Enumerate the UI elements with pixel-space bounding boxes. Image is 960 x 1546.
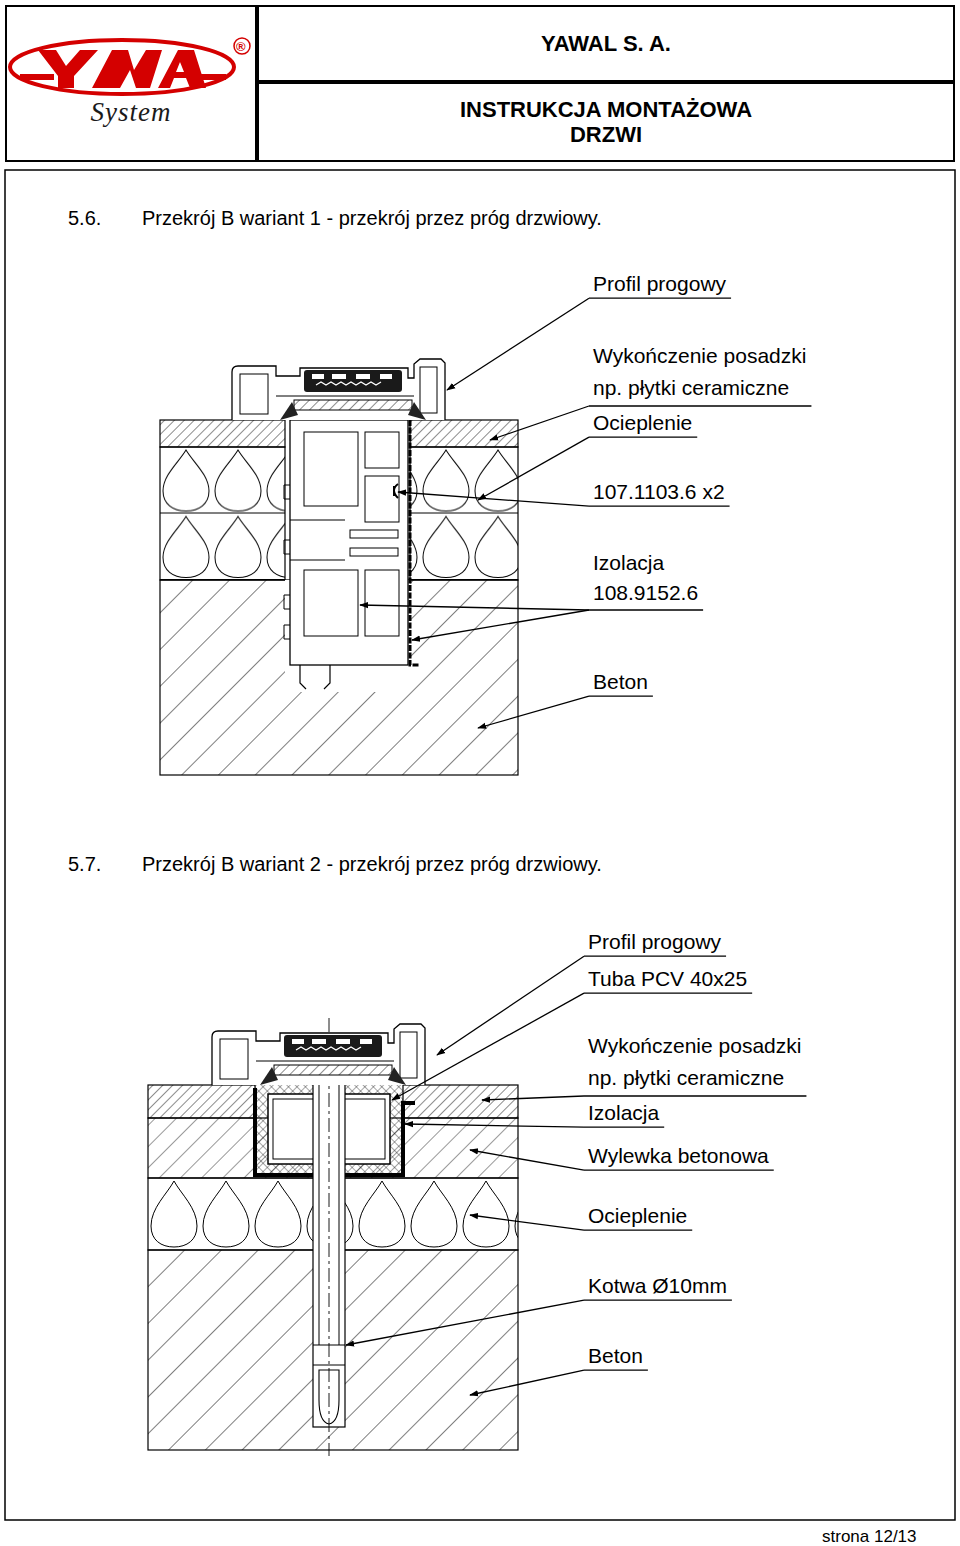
leader-line [490, 406, 589, 440]
callout: Beton [588, 1343, 643, 1368]
callout: Izolacja [588, 1100, 659, 1125]
leader-line [392, 993, 584, 1100]
header-text: YAWAL S. A. [541, 31, 671, 56]
section-number: 5.7. [68, 852, 101, 876]
section-title: Przekrój B wariant 1 - przekrój przez pr… [142, 206, 602, 230]
leader-line [398, 492, 589, 506]
label-underline [584, 1230, 692, 1231]
label-underline [589, 405, 811, 406]
company-cell: YAWAL S. A. [257, 5, 955, 82]
label-underline [589, 506, 730, 507]
page-number: strona 12/13 [822, 1527, 917, 1546]
header-text: System [91, 97, 172, 128]
label-underline [589, 437, 697, 438]
label-underline [584, 1127, 664, 1128]
threshold-section-2 [148, 1018, 518, 1456]
label-underline [584, 1170, 774, 1171]
label-underline [584, 956, 726, 957]
callout: Ocieplenie [593, 410, 692, 435]
page-frame [5, 170, 955, 1520]
label-underline [584, 1370, 648, 1371]
callout: Beton [593, 669, 648, 694]
leader-line [470, 1215, 584, 1230]
header-text: INSTRUKCJA MONTAŻOWA [460, 97, 752, 122]
threshold-section-1 [160, 359, 518, 775]
callout: Wykończenie posadzki np. płytki ceramicz… [593, 340, 825, 404]
leader-line [447, 298, 589, 390]
callout: Kotwa Ø10mm [588, 1273, 727, 1298]
registered-mark: ® [236, 40, 246, 53]
leader-line [470, 1370, 584, 1395]
logo-cell: System [5, 5, 257, 162]
leader-line [482, 1096, 584, 1100]
callout: 107.1103.6 x2 [593, 479, 725, 504]
label-underline [589, 696, 653, 697]
label-underline [584, 1300, 732, 1301]
document-title-cell: INSTRUKCJA MONTAŻOWADRZWI [257, 82, 955, 162]
label-underline [589, 609, 703, 610]
callout: Ocieplenie [588, 1203, 687, 1228]
leader-line [470, 1150, 584, 1170]
callout: Profil progowy [593, 271, 726, 296]
callout: Wylewka betonowa [588, 1143, 769, 1168]
section-number: 5.6. [68, 206, 101, 230]
logo [10, 38, 250, 94]
label-underline [589, 298, 731, 299]
leader-line [412, 610, 589, 640]
leader-line [405, 1124, 584, 1127]
leader-line [478, 437, 589, 500]
callout: Izolacja 108.9152.6 [593, 548, 713, 608]
label-underline [584, 1095, 806, 1096]
callout: Profil progowy [588, 929, 721, 954]
leader-line [346, 1300, 584, 1345]
header-text: DRZWI [570, 122, 642, 147]
callout: Wykończenie posadzki np. płytki ceramicz… [588, 1030, 820, 1094]
label-underline [584, 993, 752, 994]
leader-line [478, 696, 589, 728]
section-title: Przekrój B wariant 2 - przekrój przez pr… [142, 852, 602, 876]
leader-line [360, 605, 589, 610]
callout: Tuba PCV 40x25 [588, 966, 747, 991]
